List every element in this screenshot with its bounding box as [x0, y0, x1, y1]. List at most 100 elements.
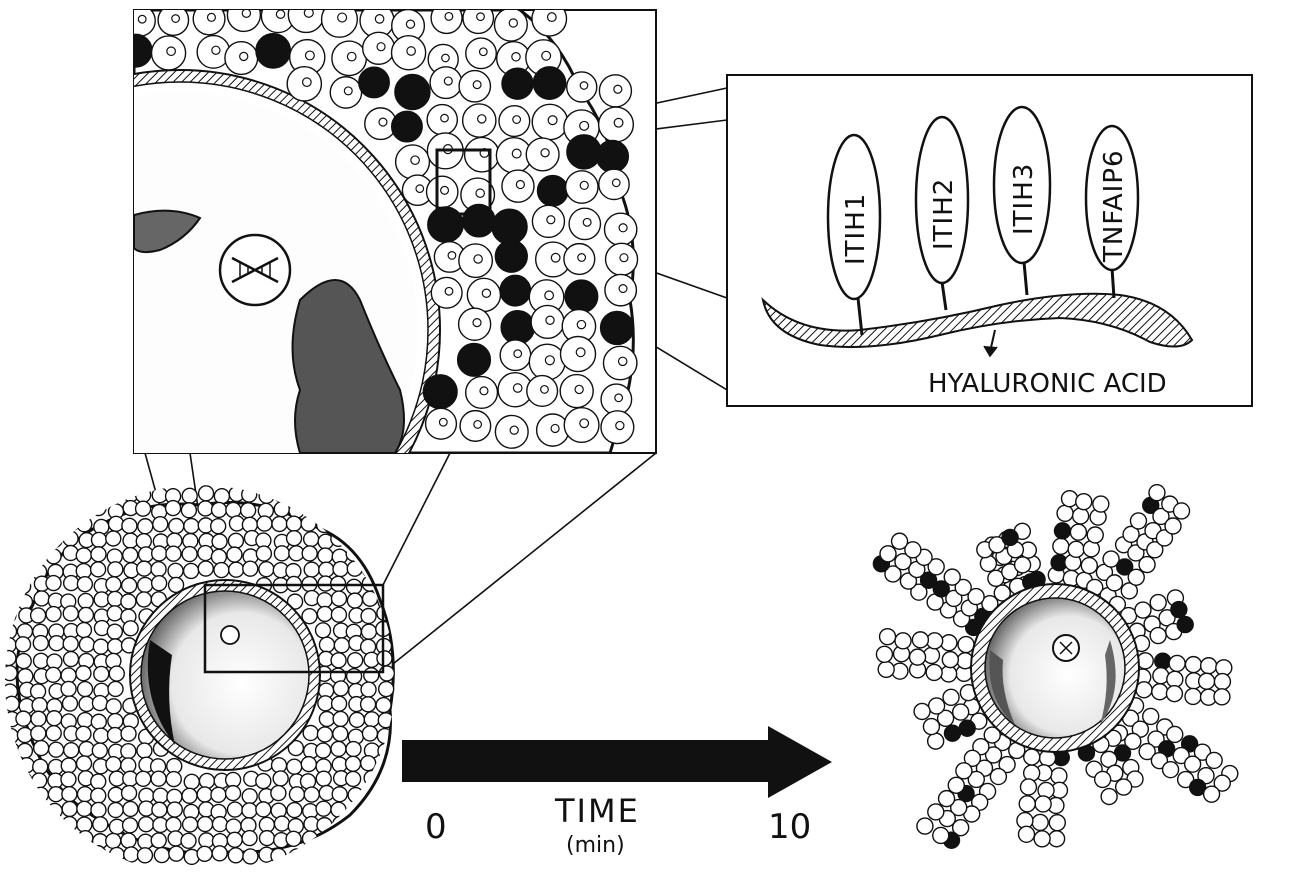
cumulus-cell [122, 518, 137, 533]
cumulus-cell [169, 846, 184, 861]
cumulus-cell [876, 646, 892, 662]
cumulus-cell [242, 831, 257, 846]
cumulus-cell [348, 653, 363, 668]
cumulus-cell [1, 487, 16, 502]
cumulus-cell [34, 591, 49, 606]
cell-nucleus [212, 46, 220, 54]
cell-nucleus [207, 13, 215, 21]
cumulus-cell [361, 609, 376, 624]
cumulus-cell [1214, 674, 1230, 690]
cumulus-cell [32, 516, 47, 531]
cell-nucleus [580, 82, 588, 90]
cumulus-cell [317, 606, 332, 621]
cell-nucleus [619, 357, 627, 365]
protein-label-tnfaip6: TNFAIP6 [1099, 149, 1129, 263]
cumulus-cell [77, 577, 92, 592]
cumulus-cell [31, 711, 46, 726]
cell-nucleus [416, 185, 424, 193]
time-axis-label: TIME [554, 792, 640, 830]
cumulus-cell [33, 834, 48, 849]
cumulus-cell [109, 666, 124, 681]
cumulus-cell [106, 577, 121, 592]
cell-nucleus [578, 254, 586, 262]
cumulus-cell [182, 547, 197, 562]
cumulus-cell [121, 833, 136, 848]
cumulus-cell [1057, 505, 1073, 521]
cumulus-cell [303, 501, 318, 516]
cumulus-cell [78, 593, 93, 608]
cell-nucleus [138, 15, 146, 23]
cumulus-cell [942, 652, 958, 668]
cumulus-cell [917, 818, 933, 834]
cumulus-cell [63, 696, 78, 711]
cumulus-cell [256, 546, 271, 561]
cumulus-cell [272, 517, 287, 532]
cumulus-cell [168, 563, 183, 578]
cumulus-cell [64, 743, 79, 758]
cumulus-cell [93, 639, 108, 654]
cumulus-cell [928, 804, 944, 820]
cumulus-cell [48, 831, 63, 846]
cumulus-cell [895, 633, 911, 649]
cumulus-cell [137, 848, 152, 863]
cumulus-cell [92, 743, 107, 758]
cumulus-cell [377, 651, 392, 666]
dark-cumulus-cell [502, 68, 533, 99]
cumulus-cell [378, 486, 393, 501]
compact-cumulus-oocyte-complex [1, 486, 395, 865]
cumulus-cell [227, 832, 242, 847]
cumulus-cell [123, 801, 138, 816]
cumulus-cell [363, 547, 378, 562]
cumulus-cell [122, 578, 137, 593]
cumulus-cell [376, 816, 391, 831]
cumulus-cell [166, 501, 181, 516]
cell-nucleus [445, 13, 453, 21]
cumulus-cell [1032, 814, 1048, 830]
cumulus-cell [77, 801, 92, 816]
cumulus-cell [77, 817, 92, 832]
cumulus-cell [1073, 508, 1089, 524]
expanded-cumulus-oocyte-complex [873, 485, 1237, 849]
cumulus-cell [361, 534, 376, 549]
cumulus-cell [1, 504, 16, 519]
cumulus-cell [2, 548, 17, 563]
cumulus-cell [318, 849, 333, 864]
cumulus-cell [318, 488, 333, 503]
cumulus-cell [137, 561, 152, 576]
cumulus-cell [361, 756, 376, 771]
cumulus-cell [228, 848, 243, 863]
cumulus-cell [379, 549, 394, 564]
cell-nucleus [482, 289, 490, 297]
cumulus-cell [151, 771, 166, 786]
cumulus-cell [287, 803, 302, 818]
cumulus-cell [286, 831, 301, 846]
cumulus-cell [256, 802, 271, 817]
cumulus-cell [61, 833, 76, 848]
cell-nucleus [480, 387, 488, 395]
cumulus-cell [63, 606, 78, 621]
cumulus-cell [880, 546, 896, 562]
cumulus-cell [348, 516, 363, 531]
cell-nucleus [620, 254, 628, 262]
cell-nucleus [575, 385, 583, 393]
cumulus-cell [1018, 826, 1034, 842]
cumulus-cell [106, 699, 121, 714]
cumulus-cell [16, 834, 31, 849]
cumulus-cell [33, 759, 48, 774]
dark-cumulus-cell [256, 34, 290, 68]
cumulus-cell [301, 489, 316, 504]
cumulus-cell [76, 623, 91, 638]
cumulus-cell [301, 516, 316, 531]
cell-icon [1053, 635, 1079, 661]
cumulus-cell [226, 786, 241, 801]
cumulus-cell [287, 759, 302, 774]
cumulus-cell [242, 517, 257, 532]
cumulus-cell [61, 668, 76, 683]
dark-cumulus-cell [1002, 529, 1018, 545]
cumulus-cell [17, 486, 32, 501]
cumulus-cell [64, 576, 79, 591]
cumulus-cell [376, 846, 391, 861]
cumulus-cell [319, 711, 334, 726]
cumulus-cell [166, 546, 181, 561]
cell-nucleus [576, 348, 585, 357]
